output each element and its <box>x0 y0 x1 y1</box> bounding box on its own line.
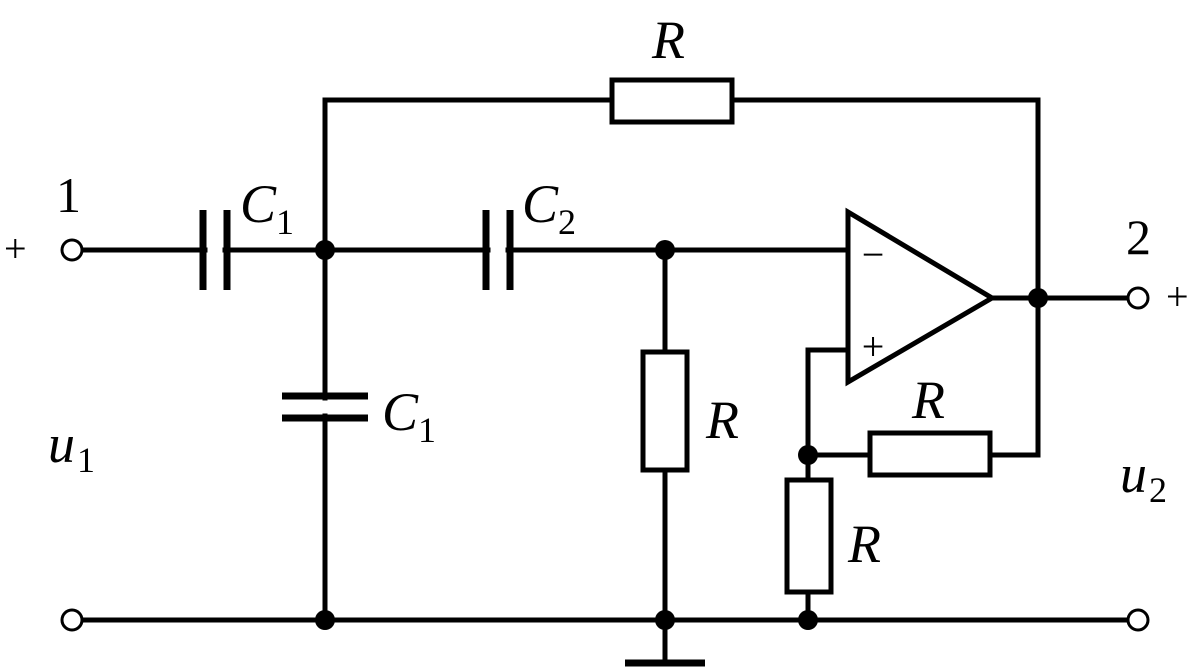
terminal-input-number: 1 <box>56 167 81 223</box>
junction-dot <box>315 610 335 630</box>
junction-dot <box>798 445 818 465</box>
junction-dot <box>655 240 675 260</box>
resistor-gain-ground <box>784 477 834 595</box>
label-r-feedback-top: R <box>651 10 685 70</box>
junction-dot <box>655 610 675 630</box>
opamp-triangle <box>845 207 997 387</box>
wire-gain-feedback-right <box>987 295 1041 458</box>
junction-dot <box>315 240 335 260</box>
terminal-output-top <box>1126 286 1150 310</box>
junctions <box>315 240 1048 630</box>
wire-feedback-right <box>729 97 1041 301</box>
resistor-gain-feedback <box>867 430 993 478</box>
capacitor-c2-series <box>482 210 514 290</box>
resistor-feedback-top <box>609 77 735 125</box>
terminal-output-number: 2 <box>1126 209 1151 265</box>
junction-dot <box>1028 288 1048 308</box>
label-r-gain-feedback: R <box>911 370 945 430</box>
resistor-shunt <box>640 349 690 473</box>
label-r-shunt: R <box>705 390 739 450</box>
opamp-inverting-sign: − <box>862 232 885 277</box>
wire-feedback-left <box>322 97 615 253</box>
label-c1-shunt: C1 <box>382 382 436 450</box>
wire-noninverting <box>805 347 851 483</box>
terminal-input-polarity: + <box>4 226 27 271</box>
terminal-output-bottom <box>1126 608 1150 632</box>
terminal-input-top <box>60 238 84 262</box>
capacitor-c1-series <box>199 210 231 290</box>
terminal-input-bottom <box>60 608 84 632</box>
label-c2-series: C2 <box>522 174 576 242</box>
capacitor-c1-shunt <box>282 392 368 422</box>
opamp-noninverting-sign: + <box>862 324 885 369</box>
label-c1-series: C1 <box>240 174 294 242</box>
junction-dot <box>798 610 818 630</box>
terminal-output-polarity: + <box>1166 274 1189 319</box>
voltage-label-u2: u2 <box>1120 444 1167 510</box>
label-r-gain-ground: R <box>847 514 881 574</box>
wires <box>79 97 1131 667</box>
voltage-label-u1: u1 <box>48 414 95 480</box>
